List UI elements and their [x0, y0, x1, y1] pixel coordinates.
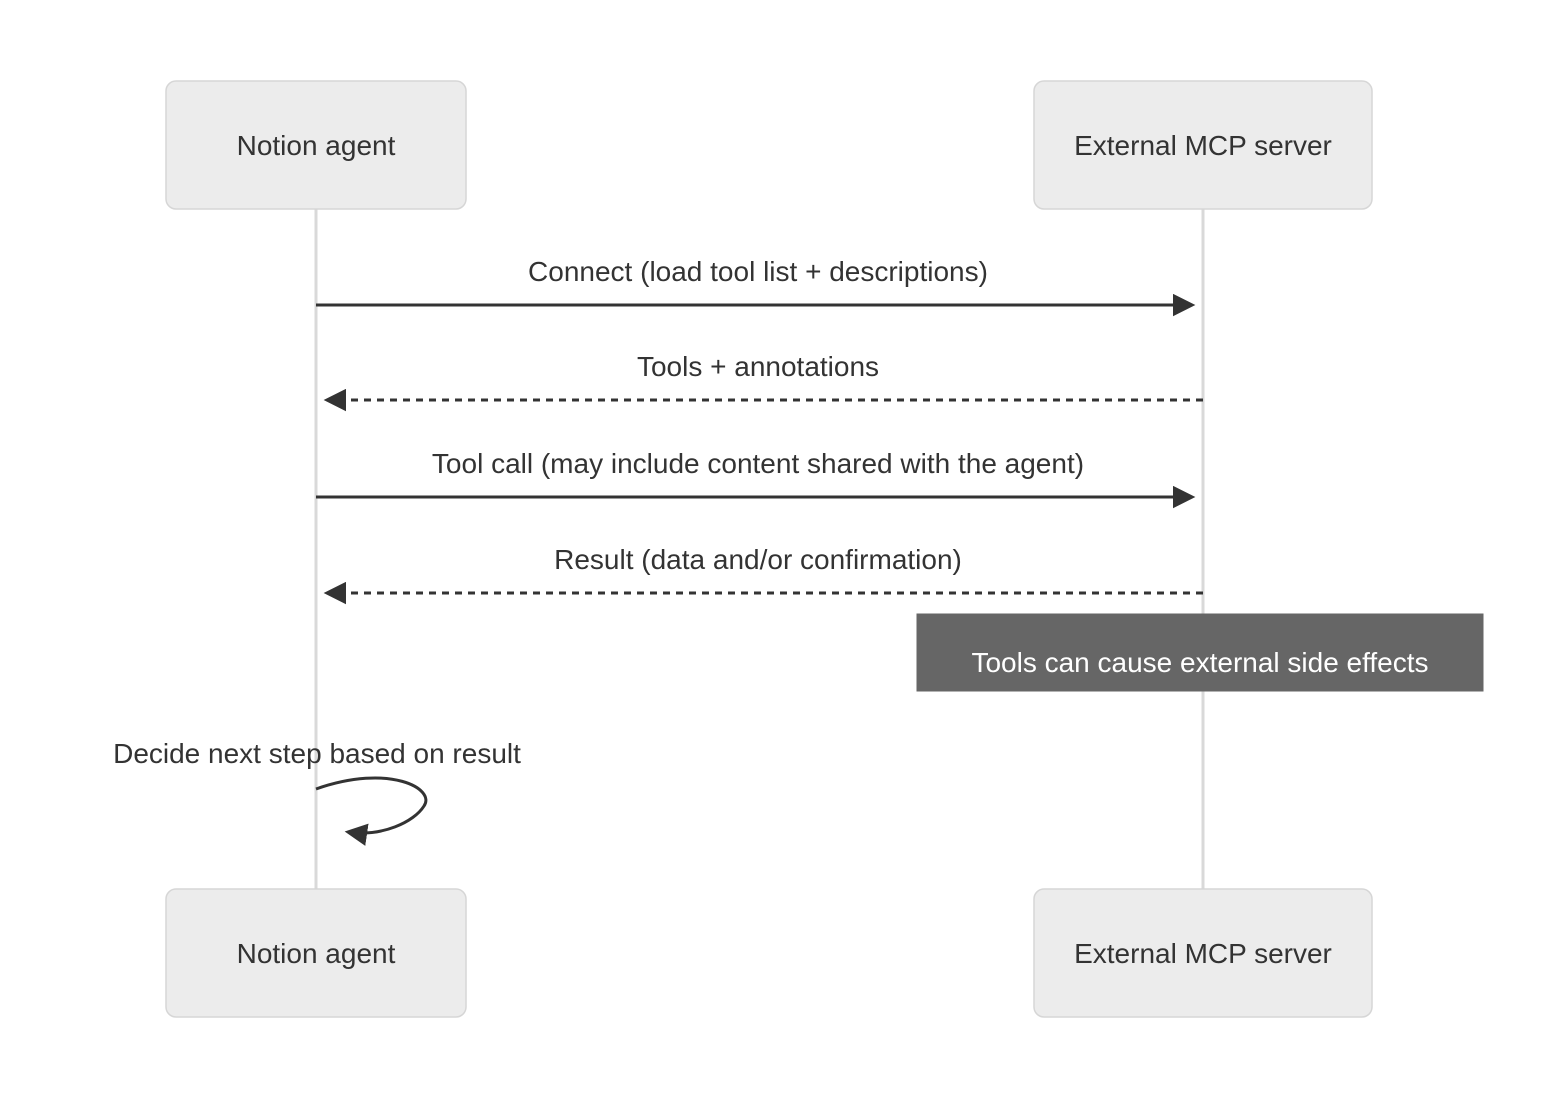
message-label-result: Result (data and/or confirmation) [554, 544, 962, 575]
actor-bottom-notion-agent-label: Notion agent [237, 938, 396, 969]
actor-bottom-notion-agent [165, 888, 467, 1018]
message-label-tool-call: Tool call (may include content shared wi… [432, 448, 1084, 479]
message-label-tools-annotations: Tools + annotations [637, 351, 879, 382]
message-label-connect: Connect (load tool list + descriptions) [528, 256, 988, 287]
note-label: Tools can cause external side effects [971, 647, 1428, 678]
actor-bottom-external-mcp-server-label: External MCP server [1074, 938, 1332, 969]
actor-bottom-external-mcp-server [1033, 888, 1373, 1018]
note-box [916, 613, 1484, 692]
actor-top-external-mcp-server [1033, 80, 1373, 210]
actor-top-notion-agent-label: Notion agent [237, 130, 396, 161]
actor-top-notion-agent [165, 80, 467, 210]
self-loop-arrow [315, 776, 428, 846]
actor-top-external-mcp-server-label: External MCP server [1074, 130, 1332, 161]
message-label-decide-next-step: Decide next step based on result [113, 738, 521, 769]
